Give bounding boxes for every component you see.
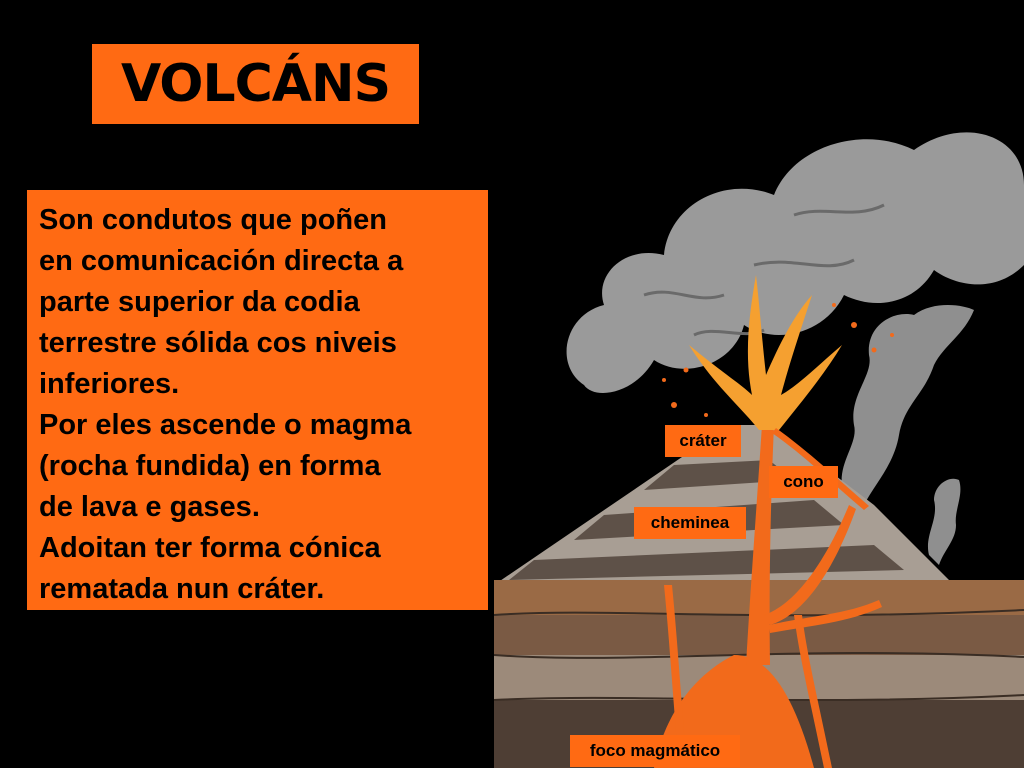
description-line: Son condutos que poñen	[39, 204, 387, 236]
description-line: Por eles ascende o magma	[39, 409, 412, 441]
main-chimney	[746, 425, 774, 665]
description-line: parte superior da codia	[39, 286, 360, 318]
description-line: terrestre sólida cos niveis	[39, 327, 397, 359]
description-line: de lava e gases.	[39, 491, 260, 523]
description-line: rematada nun cráter.	[39, 573, 325, 605]
description-line: (rocha fundida) en forma	[39, 450, 381, 482]
description-line: en comunicación directa a	[39, 245, 404, 277]
description-line: inferiores.	[39, 368, 180, 400]
volcano-illustration	[494, 132, 1024, 768]
side-smoke	[841, 305, 974, 505]
cone-label: cono	[769, 466, 838, 498]
small-smoke	[927, 478, 961, 565]
crater-label: cráter	[665, 425, 741, 457]
magma-chamber-label: foco magmático	[570, 735, 740, 767]
description-line: Adoitan ter forma cónica	[39, 532, 381, 564]
title-box: VOLCÁNS	[92, 44, 419, 124]
lava-fountain	[689, 275, 842, 430]
page-title: VOLCÁNS	[120, 54, 391, 114]
description-box: Son condutos que poñen en comunicación d…	[27, 190, 488, 610]
chimney-label: cheminea	[634, 507, 746, 539]
